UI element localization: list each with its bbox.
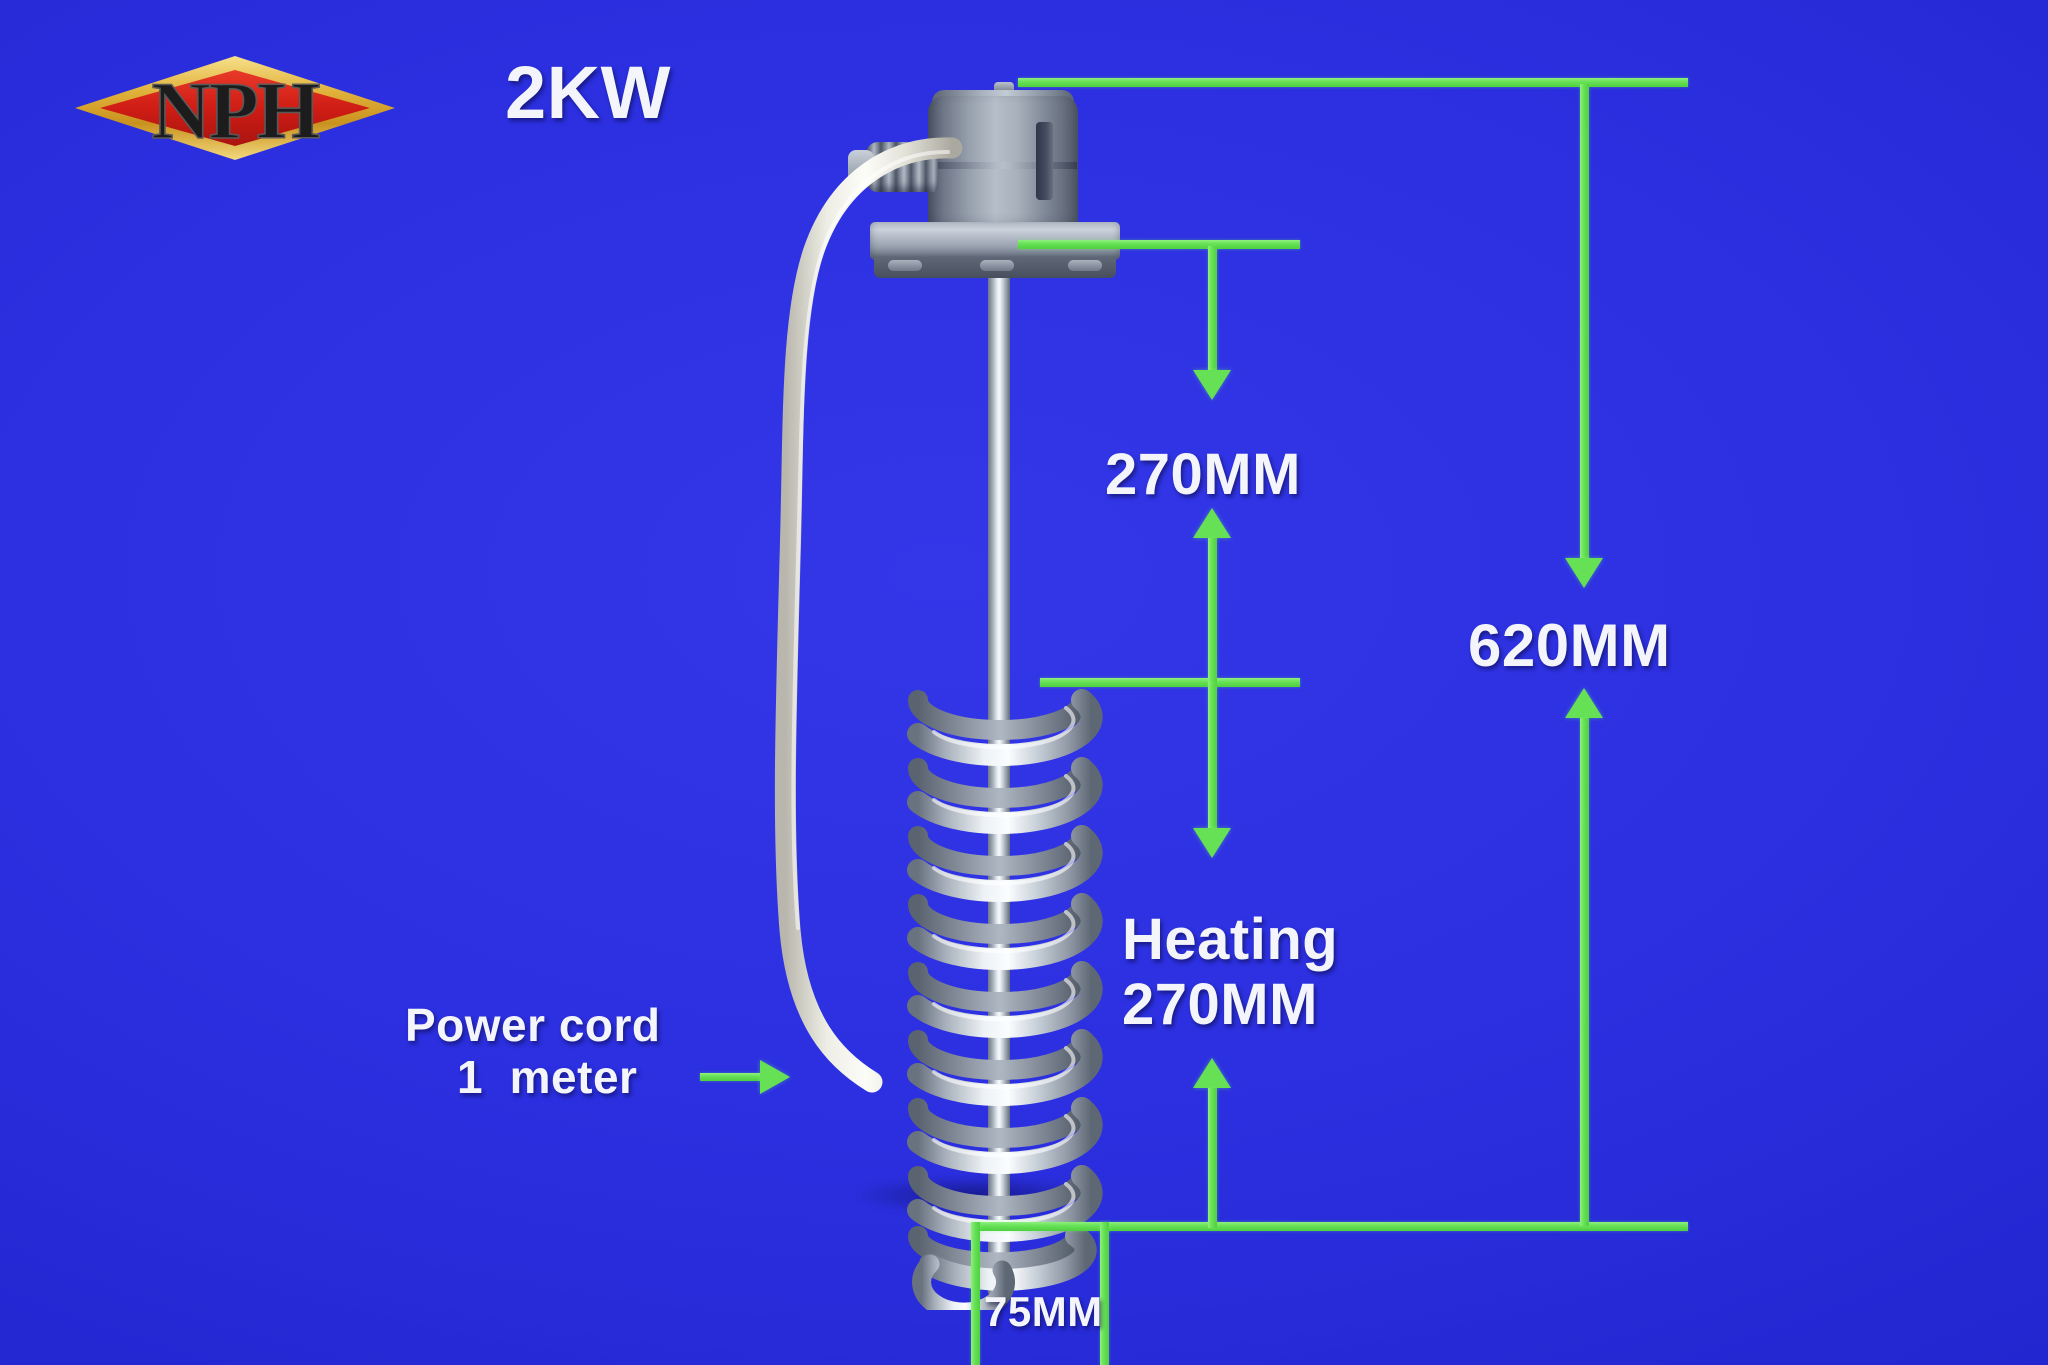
junction-box-vent: [1036, 122, 1053, 200]
dim-270-top-extension-line: [1018, 240, 1300, 249]
dim-620-arrow-down-icon: [1565, 558, 1603, 588]
power-cord: [774, 137, 963, 1093]
power-cord-callout-line1: Power cord: [405, 999, 661, 1051]
dim-heating-arrow-down-icon: [1193, 828, 1231, 858]
power-cord-callout-line: [700, 1073, 762, 1081]
logo-letters: NPH: [151, 65, 319, 156]
dim-620-top-extension-line: [1018, 78, 1688, 87]
dim-270-arrow-up-icon: [1193, 508, 1231, 538]
dim-heating-upper-leader: [1208, 684, 1217, 834]
power-cord-highlight: [791, 149, 950, 930]
nph-logo: NPH: [70, 48, 400, 168]
dim-620-bottom-extension-line: [1108, 1222, 1688, 1231]
power-rating-label: 2KW: [505, 51, 671, 134]
dim-620-label: 620MM: [1468, 612, 1671, 679]
power-cord-arrow-right-icon: [760, 1060, 790, 1094]
dim-620-arrow-up-icon: [1565, 688, 1603, 718]
flange-bolt: [980, 260, 1014, 271]
dim-75-left-leader: [971, 1222, 980, 1365]
dim-620-lower-leader: [1580, 718, 1589, 1226]
dim-75-label: 75MM: [984, 1288, 1103, 1335]
dim-heating-label-line2: 270MM: [1122, 971, 1318, 1037]
junction-box-seam: [930, 162, 1077, 169]
dim-75-horizontal-tie: [980, 1222, 1110, 1231]
flange-bolt: [888, 260, 922, 271]
dim-270-arrow-down-icon: [1193, 370, 1231, 400]
logo-diamond-inner: [100, 70, 370, 146]
dim-270-upper-leader: [1208, 246, 1217, 376]
power-cord-path: [774, 137, 963, 1093]
dim-heating-label-line1: Heating: [1122, 907, 1339, 972]
flange-bolt: [1068, 260, 1102, 271]
dim-270-lower-leader: [1208, 538, 1217, 684]
power-cord-callout-line2: 1 meter: [457, 1050, 638, 1103]
immersion-heater-product: [840, 70, 1180, 1310]
dim-270-label: 270MM: [1105, 442, 1301, 507]
dim-75-right-leader: [1100, 1222, 1109, 1365]
dim-620-upper-leader: [1580, 84, 1589, 564]
dim-heating-arrow-up-icon: [1193, 1058, 1231, 1088]
dim-270-bottom-extension-line: [1040, 678, 1300, 687]
dim-heating-lower-leader: [1208, 1088, 1217, 1228]
